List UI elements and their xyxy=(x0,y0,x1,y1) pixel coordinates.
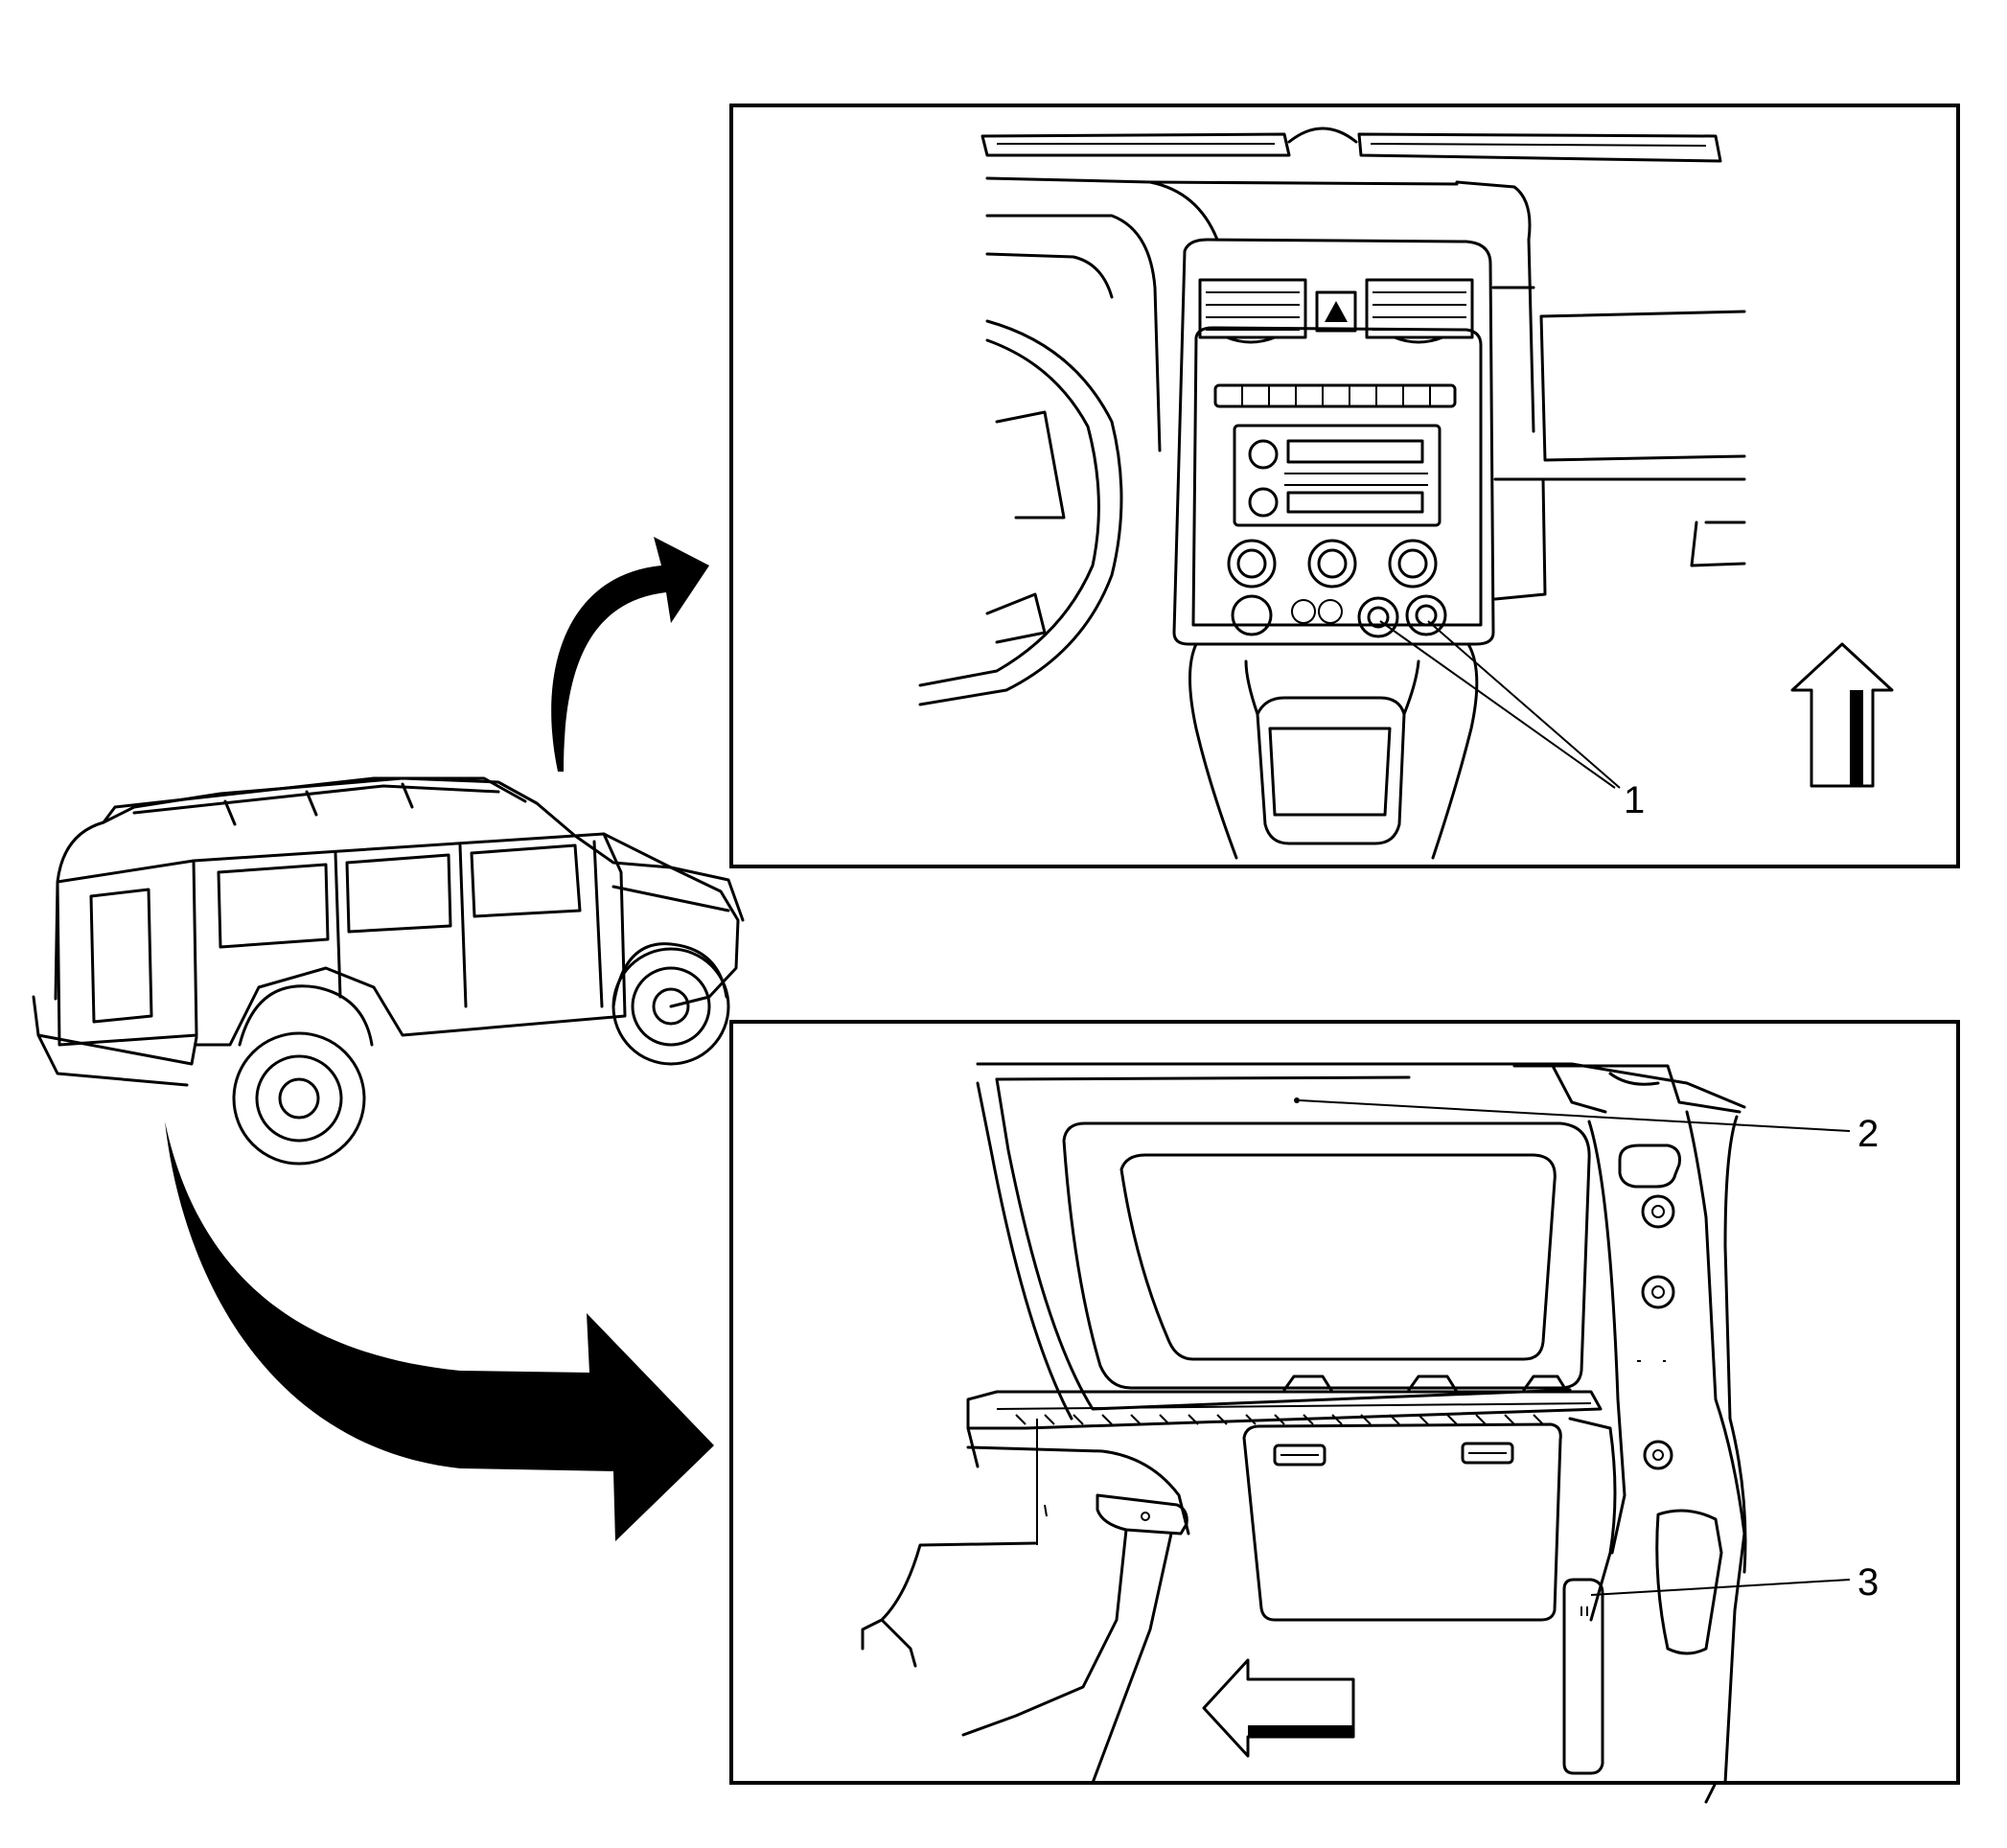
arrow-to-rear-quarter xyxy=(165,1121,714,1541)
vehicle-illustration xyxy=(32,776,745,1166)
rear-wheel xyxy=(232,1031,366,1166)
callout-1: 1 xyxy=(1624,779,1645,821)
assist-handle xyxy=(961,1493,1188,1785)
instrument-panel-view: 1 xyxy=(918,127,1894,860)
power-outlet-switches xyxy=(1231,594,1447,638)
rearward-direction-arrow xyxy=(1202,1658,1355,1758)
forward-direction-arrow xyxy=(1790,642,1894,788)
center-air-vents xyxy=(1198,278,1474,344)
callout-2: 2 xyxy=(1857,1113,1879,1155)
rear-quarter-interior-view: 2 3 xyxy=(861,1062,1879,1804)
radio-preset-buttons xyxy=(1213,383,1457,408)
callout-3: 3 xyxy=(1857,1561,1879,1604)
instrument-panel-view-frame xyxy=(729,104,1960,868)
radio-unit xyxy=(1233,424,1442,527)
quarter-window-opening xyxy=(1062,1121,1591,1390)
hvac-controls xyxy=(1227,539,1438,589)
center-console xyxy=(1188,642,1479,860)
rear-trim-panel xyxy=(1562,1578,1604,1775)
arrow-to-instrument-panel xyxy=(551,537,709,772)
hazard-switch xyxy=(1315,290,1357,333)
rear-quarter-view-frame xyxy=(729,1020,1960,1785)
storage-compartment-door xyxy=(1242,1422,1562,1622)
steering-wheel xyxy=(918,319,1123,706)
